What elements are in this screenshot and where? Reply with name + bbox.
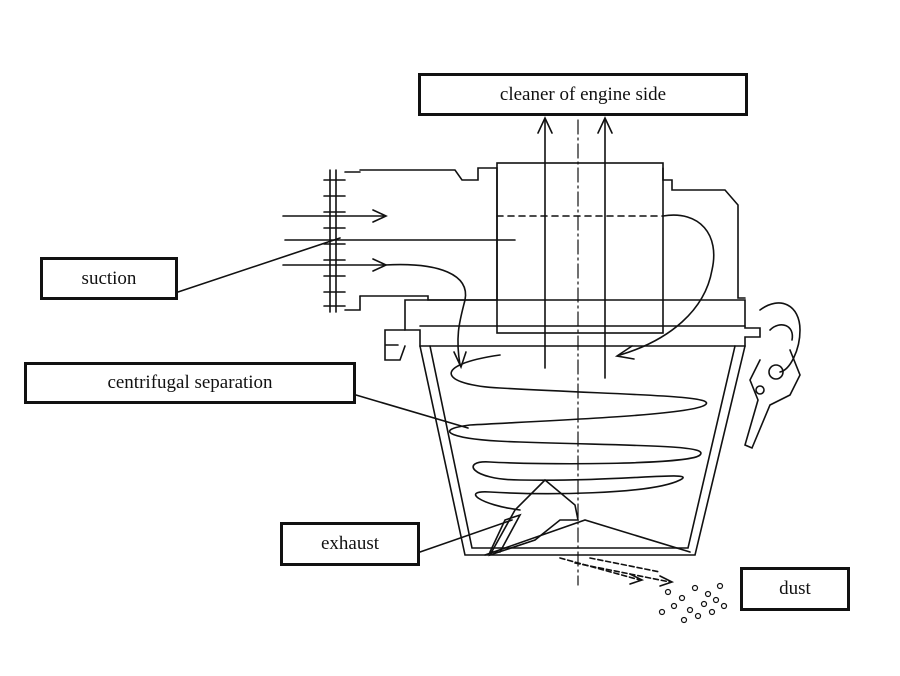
- exhaust-plate: [488, 513, 522, 553]
- dust-arrow-heads: [629, 573, 675, 587]
- centrifugal-separation-label: centrifugal separation: [24, 362, 356, 404]
- left-latch: [384, 329, 406, 361]
- separator-plate: [484, 519, 691, 556]
- dust-label: dust: [740, 567, 850, 611]
- suction-label: suction: [40, 257, 178, 300]
- suction-leader: [177, 237, 341, 293]
- centrifugal-leader: [355, 394, 469, 429]
- engine-flow-arrows: [537, 116, 613, 379]
- engine-side-label: cleaner of engine side: [418, 73, 748, 116]
- intake-housing: [359, 167, 498, 301]
- exhaust-cone: [488, 478, 579, 557]
- lid-flange: [404, 299, 761, 347]
- dust-flow-arrows: [559, 557, 671, 583]
- bowl-inner-wall: [429, 345, 736, 549]
- dust-particles: [658, 582, 728, 624]
- suction-flow-arrows: [282, 209, 715, 370]
- side-clamp: [744, 302, 801, 450]
- exhaust-label: exhaust: [280, 522, 420, 566]
- cyclone-bowl: [419, 345, 746, 556]
- outlet-housing: [662, 167, 746, 299]
- exhaust-leader: [419, 519, 513, 553]
- outlet-tube: [496, 162, 664, 334]
- centrifugal-spiral: [448, 354, 708, 511]
